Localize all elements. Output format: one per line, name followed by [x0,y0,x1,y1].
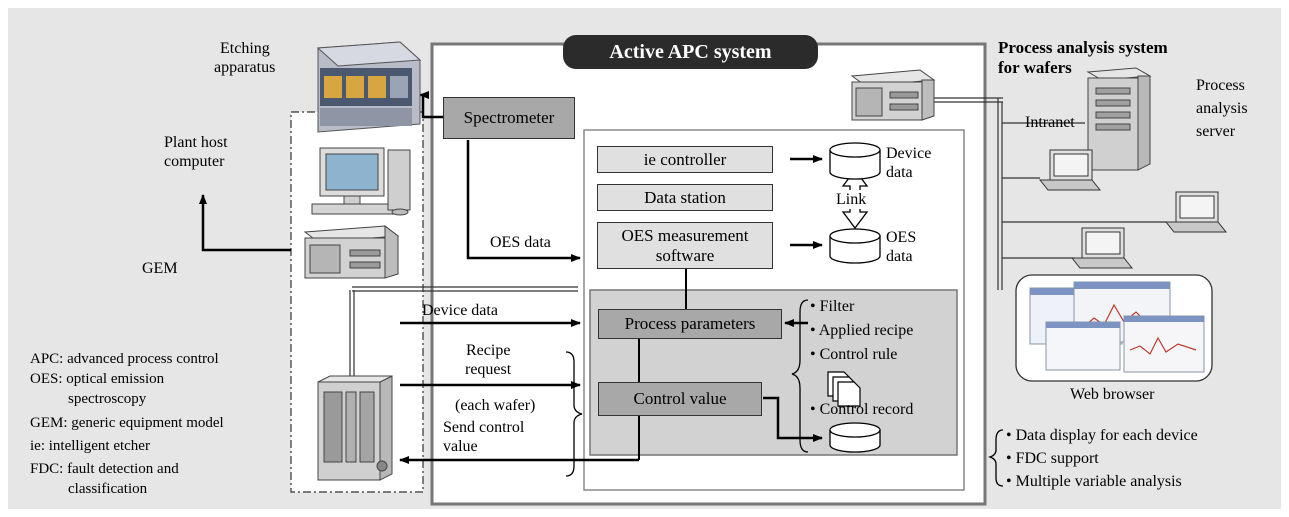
system-title: Active APC system [609,41,772,63]
oes-data-flow-label: OES data [490,234,551,251]
analysis-system-title-2: for wafers [998,58,1072,77]
legend-oes-cont: spectroscopy [68,391,147,407]
legend-ie: ie: intelligent etcher [30,438,150,454]
documents-icon [827,371,861,407]
oes-data-label-2: data [886,248,913,265]
oes-data-label-1: OES [886,229,917,246]
etching-apparatus-label-1: Etching [220,40,270,57]
apc-server-image [850,69,936,121]
oes-software-box: OES measurement software [597,222,773,269]
recipe-request-label-2: request [465,361,512,378]
equipment-controller-image [303,224,400,279]
analysis-system-title-1: Process analysis system [998,38,1168,57]
link-label: Link [836,190,867,209]
brace-features [987,429,1004,487]
feature-data-display: • Data display for each device [1006,427,1198,444]
data-station-box: Data station [597,184,773,211]
oes-software-line-2: software [655,245,715,265]
arrow-oes-data [466,140,581,262]
feature-multivariable: • Multiple variable analysis [1006,473,1182,490]
process-parameters-box: Process parameters [598,309,782,339]
control-rack-image [317,375,393,481]
laptop-image-2 [1164,191,1228,233]
plant-host-label-2: computer [164,153,225,170]
device-data-label-2: data [886,164,913,181]
device-data-cylinder [829,142,881,180]
each-wafer-label: (each wafer) [455,397,536,414]
recipe-request-label-1: Recipe [466,342,511,359]
web-browser-image [1015,274,1213,382]
input-filter: • Filter [810,298,855,315]
send-control-label-2: value [443,438,478,455]
device-data-label-1: Device [886,145,932,162]
input-control-record: • Control record [810,401,914,418]
feature-fdc-support: • FDC support [1006,450,1099,467]
analysis-server-image [1086,67,1152,171]
network-lines [349,97,1166,385]
arrow-gem [199,194,291,252]
server-label-1: Process [1196,77,1245,94]
control-value-box: Control value [598,382,762,416]
etching-apparatus-image [316,41,422,133]
ie-controller-box: ie controller [597,146,773,173]
send-control-label-1: Send control [443,419,525,436]
laptop-image-3 [1070,227,1134,269]
arrow-to-etching [419,91,443,119]
input-applied-recipe: • Applied recipe [810,322,914,339]
legend-fdc-cont: classification [68,481,148,497]
legend-apc: APC: advanced process control [30,351,219,367]
oes-software-line-1: OES measurement [621,225,749,245]
plant-host-computer-image [311,147,411,216]
legend-gem: GEM: generic equipment model [30,415,224,431]
legend-oes: OES: optical emission [30,371,165,387]
plant-host-label-1: Plant host [164,134,228,151]
control-record-cylinder [829,422,881,453]
laptop-image-1 [1038,149,1102,191]
etching-apparatus-label-2: apparatus [214,59,276,76]
legend-fdc: FDC: fault detection and [30,461,179,477]
oes-data-cylinder [829,228,881,264]
title-badge [563,35,818,69]
input-control-rule: • Control rule [810,346,898,363]
spectrometer-box: Spectrometer [443,97,575,139]
server-label-2: analysis [1196,100,1248,117]
web-browser-label: Web browser [1070,386,1155,403]
server-label-3: server [1196,123,1236,140]
device-data-flow-label: Device data [422,302,498,319]
gem-label: GEM [142,260,178,277]
brace-inputs [791,299,809,453]
intranet-label: Intranet [1025,114,1075,131]
brace-recipe [565,351,583,477]
